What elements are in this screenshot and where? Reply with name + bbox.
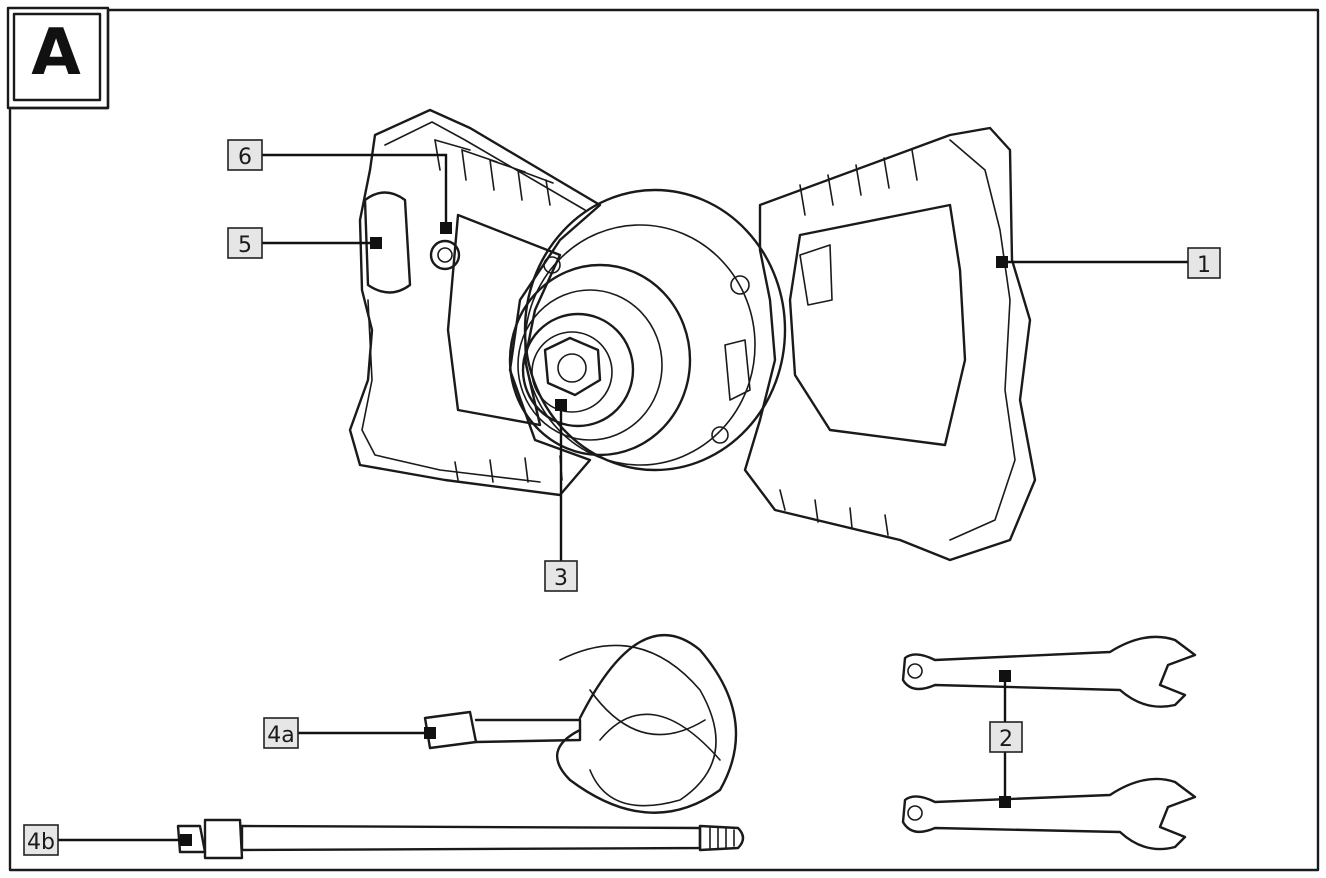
callout-label-3: 3 xyxy=(554,566,568,591)
mixer-drawing xyxy=(348,108,1037,562)
panel-label: A xyxy=(31,16,81,90)
extension-rod-drawing xyxy=(176,818,745,860)
callout-4a: 4a xyxy=(263,717,299,749)
callout-1: 1 xyxy=(1187,247,1221,279)
callout-6: 6 xyxy=(227,139,263,171)
callout-label-1: 1 xyxy=(1197,253,1211,278)
callout-3: 3 xyxy=(544,560,578,592)
leader-lines xyxy=(58,153,1188,846)
callout-label-5: 5 xyxy=(238,233,252,258)
callout-label-4b: 4b xyxy=(27,830,55,855)
callout-label-2: 2 xyxy=(999,727,1013,752)
callout-4b: 4b xyxy=(23,824,59,856)
callout-label-6: 6 xyxy=(238,145,252,170)
frame xyxy=(6,6,1320,872)
wrenches-drawing xyxy=(901,635,1197,851)
callout-2: 2 xyxy=(989,721,1023,753)
callout-label-4a: 4a xyxy=(267,723,294,748)
mixing-paddle-drawing xyxy=(423,633,738,814)
callout-5: 5 xyxy=(227,227,263,259)
